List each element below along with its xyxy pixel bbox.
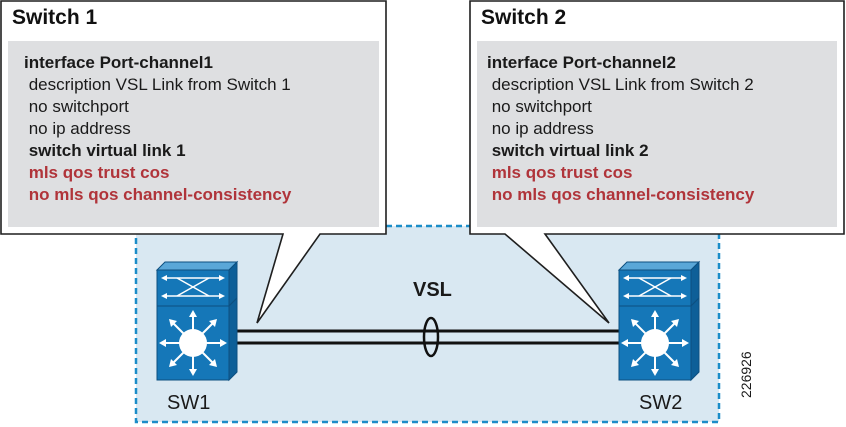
config-line: no switchport	[24, 97, 129, 116]
callout-title-switch-1: Switch 1	[12, 6, 98, 29]
config-line-highlight: no mls qos channel-consistency	[487, 185, 755, 204]
callout-title-switch-2: Switch 2	[481, 6, 567, 29]
vsl-link-label: VSL	[413, 279, 452, 301]
device-label-sw2: SW2	[639, 392, 683, 414]
callout-switch-1: Switch 1 interface Port-channel1 descrip…	[0, 0, 387, 235]
config-line: interface Port-channel1	[24, 53, 213, 72]
port-channel-bundle-icon	[422, 316, 440, 358]
config-line: no ip address	[487, 119, 594, 138]
config-line-highlight: mls qos trust cos	[487, 163, 633, 182]
config-line: no switchport	[487, 97, 592, 116]
config-line: description VSL Link from Switch 2	[487, 75, 754, 94]
device-label-sw1: SW1	[167, 392, 211, 414]
config-line: description VSL Link from Switch 1	[24, 75, 291, 94]
config-line-highlight: mls qos trust cos	[24, 163, 170, 182]
config-line-highlight: no mls qos channel-consistency	[24, 185, 292, 204]
config-box-switch-1: interface Port-channel1 description VSL …	[8, 41, 379, 227]
callout-switch-2: Switch 2 interface Port-channel2 descrip…	[469, 0, 845, 235]
multilayer-switch-icon-sw1	[156, 261, 238, 381]
config-line: switch virtual link 1	[24, 141, 186, 160]
config-line: no ip address	[24, 119, 131, 138]
multilayer-switch-icon-sw2	[618, 261, 700, 381]
config-line: switch virtual link 2	[487, 141, 649, 160]
config-line: interface Port-channel2	[487, 53, 676, 72]
figure-id: 226926	[738, 351, 754, 398]
config-box-switch-2: interface Port-channel2 description VSL …	[477, 41, 837, 227]
